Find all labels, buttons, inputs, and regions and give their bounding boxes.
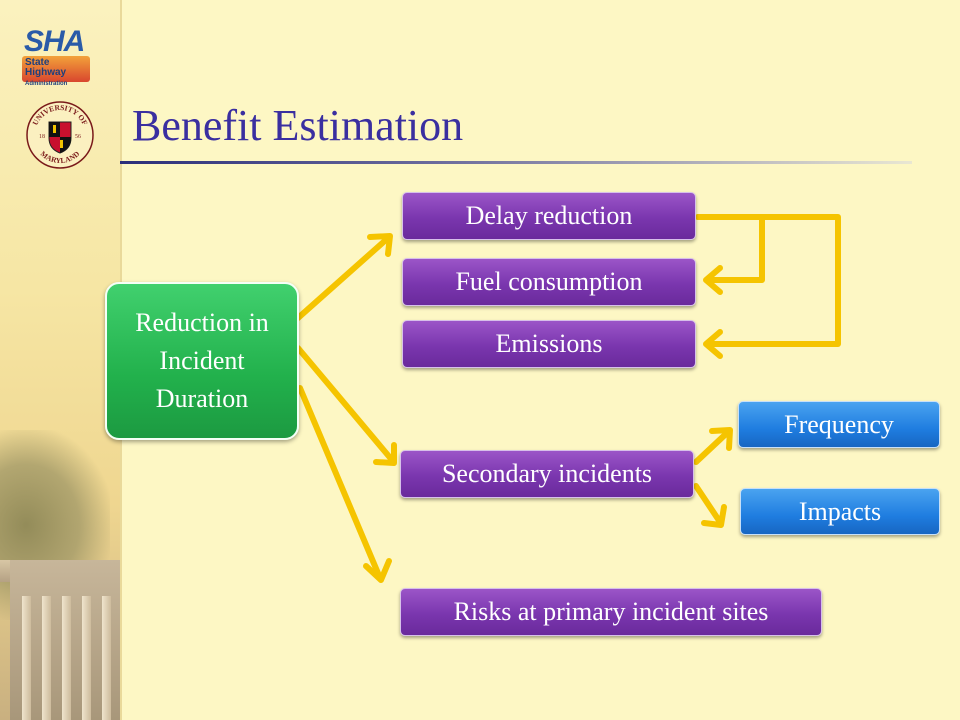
arrow-to-frequency — [693, 429, 731, 465]
building-column — [102, 596, 111, 720]
node-secondary-incidents-label: Secondary incidents — [441, 459, 653, 488]
arrow-to-delay-reduction — [295, 235, 391, 321]
slide-title: Benefit Estimation — [132, 101, 464, 150]
bracket-delay-to-fuel — [695, 214, 765, 283]
arrow-to-impacts — [693, 483, 723, 525]
node-fuel-consumption: Fuel consumption — [402, 258, 696, 306]
node-emissions: Emissions — [402, 320, 696, 368]
node-emissions-label: Emissions — [495, 329, 603, 358]
arrow-head — [701, 504, 727, 528]
arrow-head — [373, 442, 397, 466]
building-column — [22, 596, 31, 720]
umd-seal-year-right: 56 — [75, 134, 81, 140]
sha-logo-line2: Administration — [25, 81, 68, 87]
node-impacts: Impacts — [740, 488, 940, 535]
arrow-head — [703, 329, 723, 359]
building-column — [62, 596, 71, 720]
arrow-to-risks — [297, 385, 383, 581]
node-delay-reduction-label: Delay reduction — [465, 201, 633, 230]
title-underline — [120, 161, 912, 164]
sha-logo-swoosh — [22, 56, 90, 82]
sha-logo-subtitle: State Highway Administration — [25, 58, 92, 89]
arrow-to-secondary-incidents — [295, 345, 395, 463]
node-secondary-incidents: Secondary incidents — [400, 450, 694, 498]
building-column — [82, 596, 91, 720]
arrow-head — [709, 427, 733, 451]
sha-logo: SHA State Highway Administration — [22, 25, 92, 87]
arrow-head — [363, 558, 392, 583]
building-column — [42, 596, 51, 720]
umd-seal-logo: UNIVERSITY OF MARYLAND 18 56 — [26, 101, 94, 169]
node-risks-at-primary-incident-sites: Risks at primary incident sites — [400, 588, 822, 636]
arrow-head — [703, 265, 723, 295]
node-frequency: Frequency — [738, 401, 940, 448]
root-node-reduction-in-incident-duration: Reduction in Incident Duration — [105, 282, 299, 440]
arrow-head — [367, 233, 393, 257]
sha-logo-line1: State Highway — [25, 57, 67, 78]
umd-shield-icon — [48, 121, 72, 154]
node-fuel-consumption-label: Fuel consumption — [455, 267, 643, 296]
umd-seal-year-left: 18 — [39, 134, 45, 140]
sha-logo-mark: SHA — [24, 25, 85, 58]
node-frequency-label: Frequency — [784, 409, 894, 439]
node-risks-label: Risks at primary incident sites — [453, 597, 769, 626]
bracket-delay-to-emissions — [695, 214, 841, 347]
node-delay-reduction: Delay reduction — [402, 192, 696, 240]
node-impacts-label: Impacts — [798, 496, 882, 526]
root-node-label: Reduction in Incident Duration — [135, 308, 269, 413]
